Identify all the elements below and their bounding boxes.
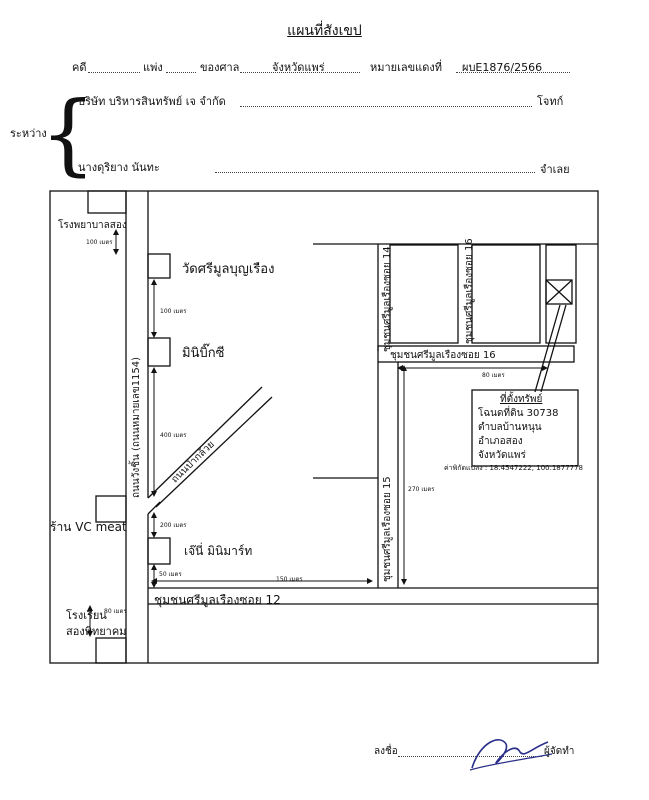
dist-200: 200 เมตร xyxy=(160,522,187,529)
soi16-horizontal-label: ชุมชนศรีมูลเรืองซอย 16 xyxy=(390,350,496,361)
plaintiff-role: โจทก์ xyxy=(537,95,564,108)
jiffy-label: เจ๊นี่ มินิมาร์ท xyxy=(184,544,253,558)
minibigc-label: มินิบิ๊กซี xyxy=(182,346,225,361)
plaintiff-dots xyxy=(240,106,532,107)
defendant-dots xyxy=(215,172,535,173)
defendant-role: จำเลย xyxy=(540,163,570,176)
minibigc-box xyxy=(147,337,171,367)
side-road-edge-1 xyxy=(147,386,263,499)
block-2 xyxy=(471,244,541,344)
property-province: จังหวัดแพร่ xyxy=(478,450,526,461)
property-marker xyxy=(545,279,573,305)
dist-50: 50 เมตร xyxy=(159,571,182,578)
dist-hospital: 100 เมตร xyxy=(86,239,113,246)
property-coords: ค่าพิกัดแปลง : 18.4547222, 100.1877778 xyxy=(444,464,584,472)
map-frame xyxy=(49,190,599,664)
plaintiff-name: บริษัท บริหารสินทรัพย์ เจ จำกัด xyxy=(78,95,226,108)
page-title: แผนที่สังเขป xyxy=(287,23,362,39)
hospital-label: โรงพยาบาลสอง xyxy=(58,220,127,231)
court-dots xyxy=(240,72,360,73)
brace: { xyxy=(40,82,96,185)
sign-label: ลงชื่อ xyxy=(374,746,398,757)
school-label-1: โรงเรียน xyxy=(66,609,107,622)
red-no-value: ผบE1876/2566 xyxy=(462,61,543,74)
case-dots xyxy=(88,72,140,73)
signature-line xyxy=(398,756,542,757)
red-no-label: หมายเลขแดงที่ xyxy=(370,61,442,74)
hospital-box xyxy=(87,190,127,214)
case-label: คดี xyxy=(72,61,87,74)
dist-80-school: 80 เมตร xyxy=(104,608,127,615)
school-box xyxy=(95,637,127,664)
dist-150: 150 เมตร xyxy=(276,576,303,583)
dist-80-soi16: 80 เมตร xyxy=(482,372,505,379)
school-label-2: สองพิทยาคม xyxy=(66,625,127,638)
property-district: อำเภอสอง xyxy=(478,436,523,447)
soi16-road xyxy=(377,345,575,363)
property-subdistrict: ตำบลบ้านหนุน xyxy=(478,422,542,433)
dist-temple-minibigc: 100 เมตร xyxy=(160,308,187,315)
red-no-dots xyxy=(456,72,570,73)
dist-400: 400 เมตร xyxy=(160,432,187,439)
temple-label: วัดศรีมูลบุญเรือง xyxy=(182,262,275,277)
property-deed: โฉนดที่ดิน 30738 xyxy=(478,408,559,419)
court-label: ของศาล xyxy=(200,61,240,74)
jiffy-box xyxy=(147,537,171,565)
property-title: ที่ตั้งทรัพย์ xyxy=(500,394,543,405)
block-1 xyxy=(389,244,459,344)
between-label: ระหว่าง xyxy=(10,127,47,140)
defendant-name: นางดุริยาง นันทะ xyxy=(78,161,160,174)
vc-meat-label: ร้าน VC meat xyxy=(50,520,127,534)
property-info-box xyxy=(471,389,579,467)
dist-270: 270 เมตร xyxy=(408,486,435,493)
side-road-edge-2 xyxy=(155,396,273,508)
soi12-label: ชุมชนศรีมูลเรืองซอย 12 xyxy=(154,593,281,607)
court-value: จังหวัดแพร่ xyxy=(272,61,325,74)
maker-label: ผู้จัดทำ xyxy=(544,746,575,757)
vc-meat-box xyxy=(95,495,127,523)
civil-dots xyxy=(166,72,196,73)
temple-box xyxy=(147,253,171,279)
civil-label: แพ่ง xyxy=(143,61,163,74)
